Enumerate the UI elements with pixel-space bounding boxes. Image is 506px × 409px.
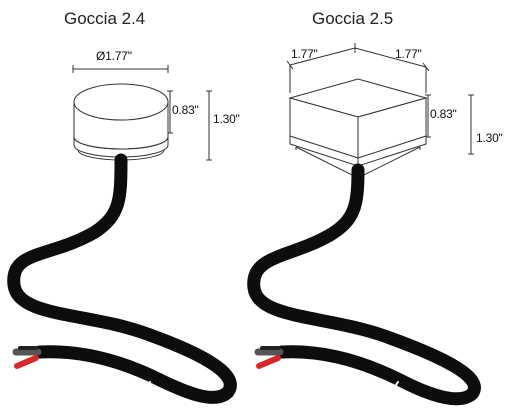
- diameter-label: Ø1.77": [96, 49, 132, 63]
- goccia-2-5-drawing: [286, 43, 474, 179]
- total-height-label-2-4: 1.30": [213, 112, 240, 126]
- goccia-2-4-drawing: [72, 65, 212, 161]
- total-height-dimension-2-5: [468, 94, 474, 155]
- total-height-label-2-5: 1.30": [476, 131, 503, 145]
- total-height-dimension-2-4: [206, 90, 212, 161]
- cap-height-label-2-4: 0.83": [172, 103, 199, 117]
- cap-height-label-2-5: 0.83": [430, 107, 457, 121]
- width-label-2-5: 1.77": [291, 47, 318, 61]
- depth-label-2-5: 1.77": [395, 47, 422, 61]
- square-cap: [288, 78, 428, 179]
- round-cap: [73, 83, 169, 161]
- title-goccia-2-5: Goccia 2.5: [312, 9, 394, 28]
- cable-goccia-2-5: [247, 163, 481, 406]
- width-dimension-2-5: [286, 43, 430, 93]
- title-goccia-2-4: Goccia 2.4: [64, 9, 146, 28]
- cable-goccia-2-4: [7, 153, 237, 404]
- diameter-dimension-line: [72, 65, 169, 73]
